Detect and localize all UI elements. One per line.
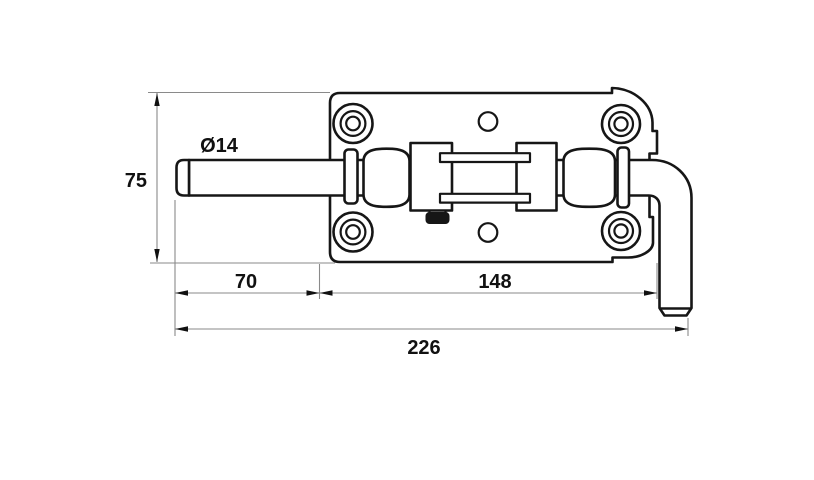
arrow-left-226 [175,326,188,332]
mounting-hole-top [477,111,499,132]
dimension-label-plate-width: 148 [478,271,511,293]
washer-top-right [600,103,642,145]
screw-hole [345,224,361,240]
arrow-left-148 [319,290,333,296]
guide-staple-right [616,146,631,209]
dimension-label-total-length: 226 [407,337,440,359]
washer-bottom-right [600,210,642,252]
screw-hole [613,223,629,239]
screw-hole [345,115,361,132]
mounting-hole-bottom [477,222,499,243]
rod-tip-cap [175,158,191,197]
spring-collar-left [362,147,411,209]
screw-hole [613,116,629,132]
arrow-right-70 [306,290,320,296]
arrow-bottom-75 [154,249,160,262]
lock-tab-cap [425,212,450,224]
dimension-label-height: 75 [125,170,147,192]
spring-collar-right [562,147,617,209]
dimension-label-pin-offset: 70 [235,271,257,293]
dimension-label-diameter: Ø14 [200,135,239,157]
arrow-right-148 [644,290,657,296]
dimension-annotations: 75 Ø14 70 148 226 [125,91,689,359]
washer-bottom-left [332,211,374,253]
washer-top-left [332,102,374,145]
guide-staple-left [343,148,359,205]
arrow-left-70 [175,290,188,296]
slide-bar-bottom-flange [438,192,532,204]
arrow-top-75 [154,93,160,106]
arrow-right-226 [675,326,688,332]
slide-bar-top-flange [438,152,532,164]
